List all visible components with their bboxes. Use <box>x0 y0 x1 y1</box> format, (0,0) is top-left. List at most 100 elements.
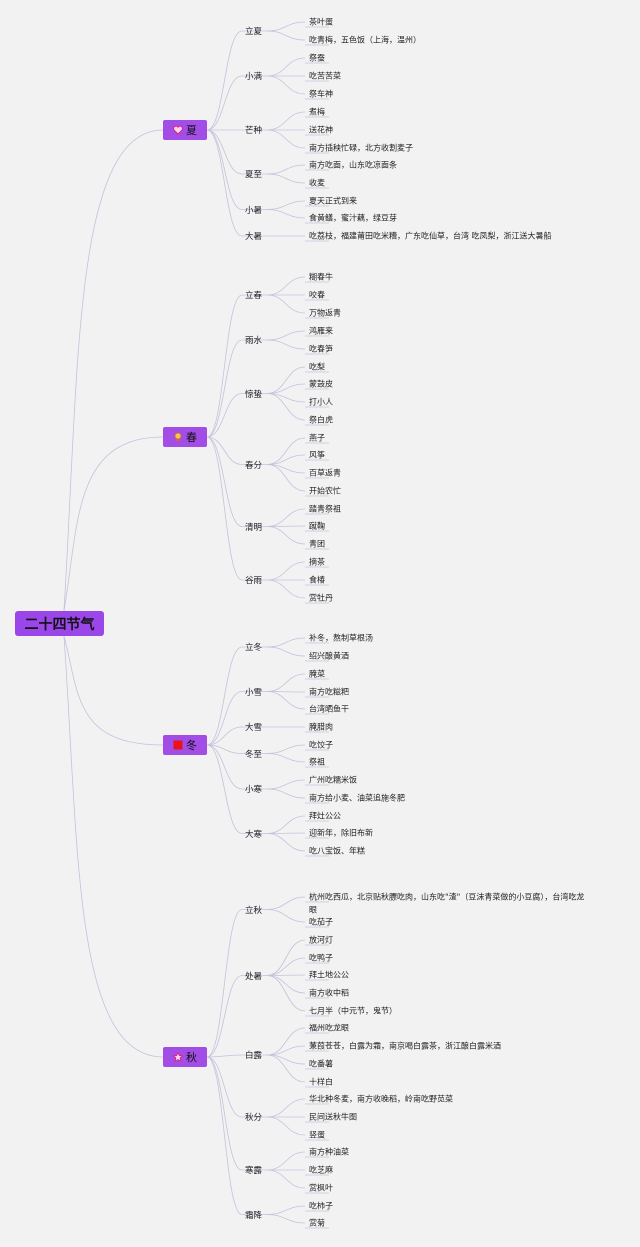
season-label: 夏 <box>186 124 197 137</box>
item-node[interactable]: 燕子 <box>309 433 325 443</box>
item-node[interactable]: 赏菊 <box>309 1218 325 1228</box>
season-node[interactable]: 春 <box>163 427 207 447</box>
item-node[interactable]: 祭祖 <box>309 757 325 767</box>
term-node[interactable]: 大暑 <box>245 232 263 242</box>
item-node[interactable]: 吃芝麻 <box>309 1165 333 1175</box>
item-node[interactable]: 拜灶公公 <box>309 811 341 821</box>
term-node[interactable]: 立夏 <box>245 27 263 37</box>
item-node[interactable]: 南方给小麦、油菜追施冬肥 <box>309 793 405 803</box>
term-node[interactable]: 小暑 <box>245 205 263 216</box>
item-node[interactable]: 十样白 <box>309 1077 333 1087</box>
item-node[interactable]: 吃苦苦菜 <box>309 71 341 81</box>
item-node[interactable]: 竖蛋 <box>309 1130 325 1140</box>
term-node[interactable]: 大寒 <box>245 829 263 840</box>
item-node[interactable]: 七月半（中元节，鬼节） <box>309 1006 397 1016</box>
item-node[interactable]: 万物返青 <box>309 308 341 318</box>
item-node[interactable]: 鸿雁来 <box>309 326 333 336</box>
item-node[interactable]: 拜土地公公 <box>309 970 349 980</box>
star-icon <box>173 1052 183 1062</box>
item-node[interactable]: 南方插秧忙碌，北方收割麦子 <box>309 143 413 153</box>
item-node[interactable]: 福州吃龙眼 <box>309 1023 349 1033</box>
item-node[interactable]: 广州吃糯米饭 <box>309 775 357 785</box>
item-node[interactable]: 绍兴酿黄酒 <box>309 651 349 661</box>
term-node[interactable]: 小雪 <box>245 687 263 698</box>
term-node[interactable]: 大雪 <box>245 723 263 733</box>
item-node[interactable]: 夏天正式到来 <box>309 196 357 206</box>
term-node[interactable]: 立春 <box>245 291 263 301</box>
root-node[interactable]: 二十四节气 <box>15 611 104 636</box>
item-node[interactable]: 煮梅 <box>309 107 325 117</box>
item-node[interactable]: 台湾晒鱼干 <box>309 704 349 714</box>
item-node[interactable]: 吃荔枝，福建莆田吃米糟，广东吃仙草，台湾 吃凤梨，浙江送大暑船 <box>309 231 552 241</box>
item-node[interactable]: 蹴鞠 <box>309 521 325 531</box>
item-node[interactable]: 吃柿子 <box>309 1201 333 1211</box>
season-label: 春 <box>186 431 197 444</box>
item-node[interactable]: 南方收中稻 <box>309 988 349 998</box>
item-node[interactable]: 华北种冬麦，南方收晚稻，岭南吃野苋菜 <box>309 1094 453 1104</box>
item-node[interactable]: 摘茶 <box>309 557 325 567</box>
term-node[interactable]: 寒露 <box>245 1166 263 1176</box>
item-node[interactable]: 南方吃面，山东吃凉面条 <box>309 160 397 170</box>
item-node[interactable]: 踏青祭祖 <box>309 504 341 514</box>
item-node[interactable]: 南方种油菜 <box>309 1147 349 1157</box>
term-node[interactable]: 雨水 <box>245 336 263 346</box>
season-label: 冬 <box>186 739 197 752</box>
term-node[interactable]: 秋分 <box>245 1113 263 1123</box>
term-node[interactable]: 夏至 <box>245 170 263 180</box>
item-node[interactable]: 蒹葭苍苍，白露为霜，南京喝白露茶，浙江酿白露米酒 <box>309 1041 501 1051</box>
heart-icon <box>173 125 183 135</box>
item-node[interactable]: 腌菜 <box>309 669 325 679</box>
item-node[interactable]: 茶叶蛋 <box>309 17 333 27</box>
item-node[interactable]: 赏枫叶 <box>309 1183 333 1193</box>
item-node[interactable]: 百草返青 <box>309 468 341 478</box>
item-node[interactable]: 祭白虎 <box>309 415 333 425</box>
item-node[interactable]: 食黄鳝，蜜汁藕，绿豆芽 <box>309 213 397 223</box>
term-node[interactable]: 谷雨 <box>245 576 263 586</box>
item-node[interactable]: 蒙鼓皮 <box>309 379 333 389</box>
item-node[interactable]: 咬春 <box>309 290 325 300</box>
item-node[interactable]: 祭蚕 <box>309 53 325 63</box>
term-node[interactable]: 霜降 <box>245 1210 263 1221</box>
item-node[interactable]: 吃饺子 <box>309 740 333 750</box>
term-node[interactable]: 芒种 <box>245 126 263 136</box>
item-node[interactable]: 吃八宝饭、年糕 <box>309 846 365 856</box>
season-node[interactable]: 冬 <box>163 735 207 755</box>
term-node[interactable]: 立冬 <box>245 643 263 653</box>
item-node[interactable]: 南方吃糍粑 <box>309 687 349 697</box>
item-node[interactable]: 风筝 <box>309 450 325 460</box>
item-node[interactable]: 补冬，熬制草根汤 <box>309 633 373 643</box>
item-node[interactable]: 开始农忙 <box>309 486 341 496</box>
item-node[interactable]: 民间送秋牛图 <box>309 1112 357 1122</box>
item-node[interactable]: 送花神 <box>309 125 333 135</box>
item-node[interactable]: 腌腊肉 <box>309 722 333 732</box>
item-node[interactable]: 吃鸭子 <box>309 953 333 963</box>
term-node[interactable]: 春分 <box>245 460 263 471</box>
item-node[interactable]: 吃春笋 <box>309 344 333 354</box>
season-node[interactable]: 秋 <box>163 1047 207 1067</box>
item-node[interactable]: 放河灯 <box>309 935 333 945</box>
term-node[interactable]: 立秋 <box>245 905 263 916</box>
term-node[interactable]: 白露 <box>245 1051 263 1061</box>
term-node[interactable]: 小寒 <box>245 785 263 795</box>
item-node[interactable]: 杭州吃西瓜，北京贴秋膘吃肉，山东吃"渣"（豆沫青菜做的小豆腐），台湾吃龙 眼 <box>309 892 585 915</box>
term-node[interactable]: 处暑 <box>245 971 263 982</box>
item-node[interactable]: 祭车神 <box>309 89 333 99</box>
term-node[interactable]: 惊蛰 <box>245 389 263 400</box>
term-node[interactable]: 清明 <box>245 522 263 533</box>
item-node[interactable]: 打小人 <box>309 397 333 407</box>
season-label: 秋 <box>186 1051 197 1064</box>
item-node[interactable]: 食椿 <box>309 575 325 585</box>
item-node[interactable]: 吃青梅，五色饭（上海，温州） <box>309 35 421 45</box>
season-node[interactable]: 夏 <box>163 120 207 140</box>
item-node[interactable]: 吃梨 <box>309 362 325 372</box>
item-node[interactable]: 青团 <box>309 539 325 549</box>
item-node[interactable]: 吃番薯 <box>309 1059 333 1069</box>
item-node[interactable]: 糊春牛 <box>309 272 333 282</box>
item-node[interactable]: 收麦 <box>309 178 325 188</box>
item-node[interactable]: 赏牡丹 <box>309 593 333 603</box>
item-node[interactable]: 吃茄子 <box>309 917 333 927</box>
medal-icon <box>173 432 183 442</box>
term-node[interactable]: 冬至 <box>245 749 263 760</box>
item-node[interactable]: 迎新年，除旧布新 <box>309 828 373 838</box>
term-node[interactable]: 小满 <box>245 72 263 82</box>
